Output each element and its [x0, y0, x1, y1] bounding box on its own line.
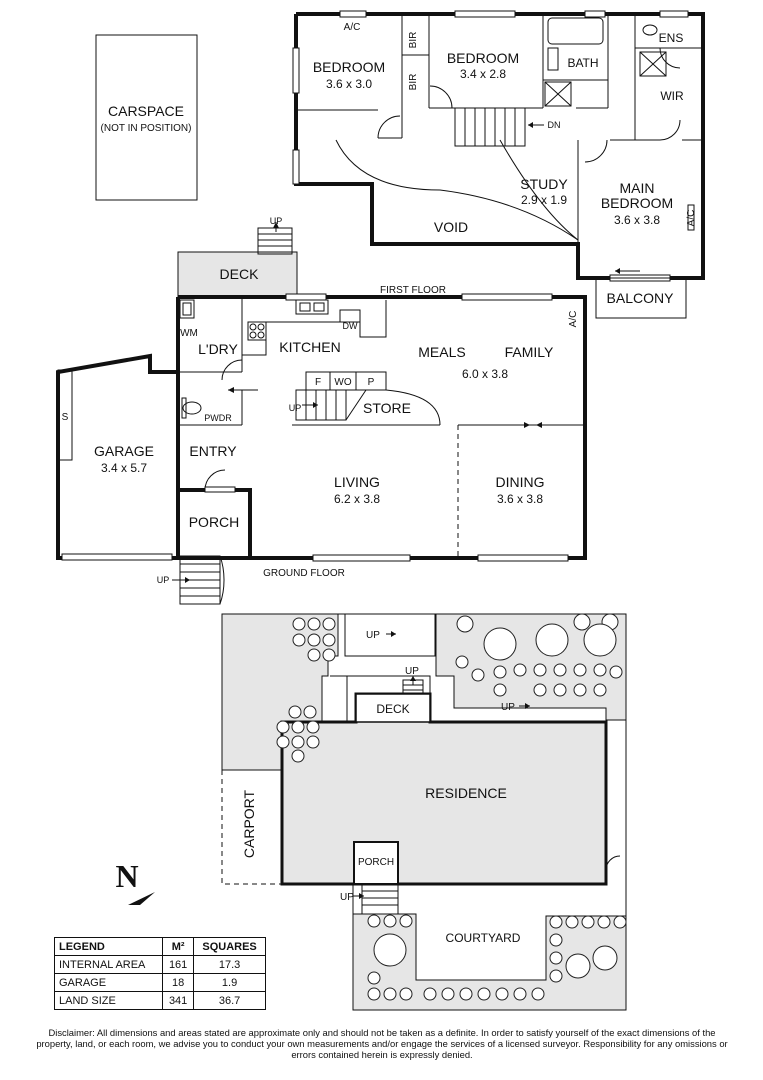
legend-row: LAND SIZE 341 36.7 [53, 991, 266, 1010]
ens-label: ENS [659, 31, 684, 45]
site-deck-label: DECK [376, 702, 409, 716]
site-trees [276, 613, 627, 1001]
dw-label: DW [343, 321, 358, 331]
site-up-2-label: UP [405, 666, 419, 677]
wo-label: WO [334, 377, 351, 388]
north-arrow-icon [128, 892, 155, 905]
garage-name: GARAGE [94, 443, 154, 459]
area-legend-table: LEGEND M² SQUARES INTERNAL AREA 161 17.3… [53, 937, 266, 1010]
legend-row-squares: 36.7 [193, 991, 266, 1010]
residence-label: RESIDENCE [425, 785, 507, 801]
dining-dims: 3.6 x 3.8 [497, 492, 543, 506]
legend-header-label: LEGEND [53, 937, 164, 956]
legend-row-squares: 1.9 [193, 973, 266, 992]
pwdr-label: PWDR [204, 413, 232, 423]
first-floor-plan [95, 10, 705, 319]
main-bedroom-dims: 3.6 x 3.8 [614, 213, 660, 227]
legend-header-row: LEGEND M² SQUARES [53, 937, 266, 956]
ac-main-label: A/C [686, 210, 697, 227]
deck-up-label: UP [270, 216, 283, 226]
legend-row-label: INTERNAL AREA [53, 955, 164, 974]
living-name: LIVING [334, 474, 380, 490]
legend-row-label: LAND SIZE [53, 991, 164, 1010]
main-bedroom-name-2: BEDROOM [601, 195, 673, 211]
site-up-1-label: UP [366, 630, 380, 641]
ac-top-label: A/C [344, 22, 361, 33]
site-porch-label: PORCH [358, 857, 394, 868]
dining-name: DINING [496, 474, 545, 490]
family-dims: 6.0 x 3.8 [462, 367, 508, 381]
stair-up-label: UP [289, 403, 302, 413]
site-up-3-label: UP [501, 702, 515, 713]
disclaimer-text: Disclaimer: All dimensions and areas sta… [36, 1027, 728, 1060]
bedroom-3-name: BEDROOM [447, 50, 519, 66]
void-label: VOID [434, 219, 468, 235]
legend-header-m2: M² [162, 937, 195, 956]
legend-row-label: GARAGE [53, 973, 164, 992]
garage-dims: 3.4 x 5.7 [101, 461, 147, 475]
study-dims: 2.9 x 1.9 [521, 193, 567, 207]
family-label: FAMILY [505, 344, 554, 360]
wir-label: WIR [660, 89, 684, 103]
study-name: STUDY [520, 176, 568, 192]
site-up-4-label: UP [340, 892, 354, 903]
legend-row-m2: 18 [162, 973, 195, 992]
store-label: STORE [363, 400, 411, 416]
first-floor-label: FIRST FLOOR [380, 285, 446, 296]
bedroom-2-name: BEDROOM [313, 59, 385, 75]
legend-row-squares: 17.3 [193, 955, 266, 974]
carspace-outline [95, 34, 198, 201]
porch-label: PORCH [189, 514, 240, 530]
wm-label: WM [180, 328, 198, 339]
courtyard-label: COURTYARD [446, 931, 521, 945]
legend-header-squares: SQUARES [193, 937, 266, 956]
living-dims: 6.2 x 3.8 [334, 492, 380, 506]
ground-floor-plan [56, 222, 587, 605]
shelf-label: S [62, 412, 69, 423]
legend-row: INTERNAL AREA 161 17.3 [53, 955, 266, 974]
laundry-label: L'DRY [198, 341, 238, 357]
main-bedroom-name-1: MAIN [620, 180, 655, 196]
ground-ac-label: A/C [568, 311, 579, 328]
bath-label: BATH [567, 56, 598, 70]
legend-row: GARAGE 18 1.9 [53, 973, 266, 992]
stair-dn-label: DN [548, 120, 561, 130]
balcony-label: BALCONY [607, 290, 675, 306]
north-label: N [115, 858, 138, 894]
ground-floor-label: GROUND FLOOR [263, 568, 345, 579]
legend-row-m2: 341 [162, 991, 195, 1010]
deck-label: DECK [220, 266, 260, 282]
bir-2-label: BIR [408, 74, 419, 91]
bedroom-2-dims: 3.6 x 3.0 [326, 77, 372, 91]
porch-up-label: UP [157, 575, 170, 585]
kitchen-label: KITCHEN [279, 339, 340, 355]
carport-label: CARPORT [241, 789, 257, 858]
meals-label: MEALS [418, 344, 465, 360]
site-plan [128, 613, 627, 1011]
fridge-label: F [315, 377, 321, 388]
carspace-title: CARSPACE [108, 103, 184, 119]
bedroom-3-dims: 3.4 x 2.8 [460, 67, 506, 81]
bir-1-label: BIR [408, 32, 419, 49]
legend-row-m2: 161 [162, 955, 195, 974]
carspace-note: (NOT IN POSITION) [101, 123, 192, 134]
entry-label: ENTRY [189, 443, 237, 459]
pantry-label: P [368, 377, 375, 388]
